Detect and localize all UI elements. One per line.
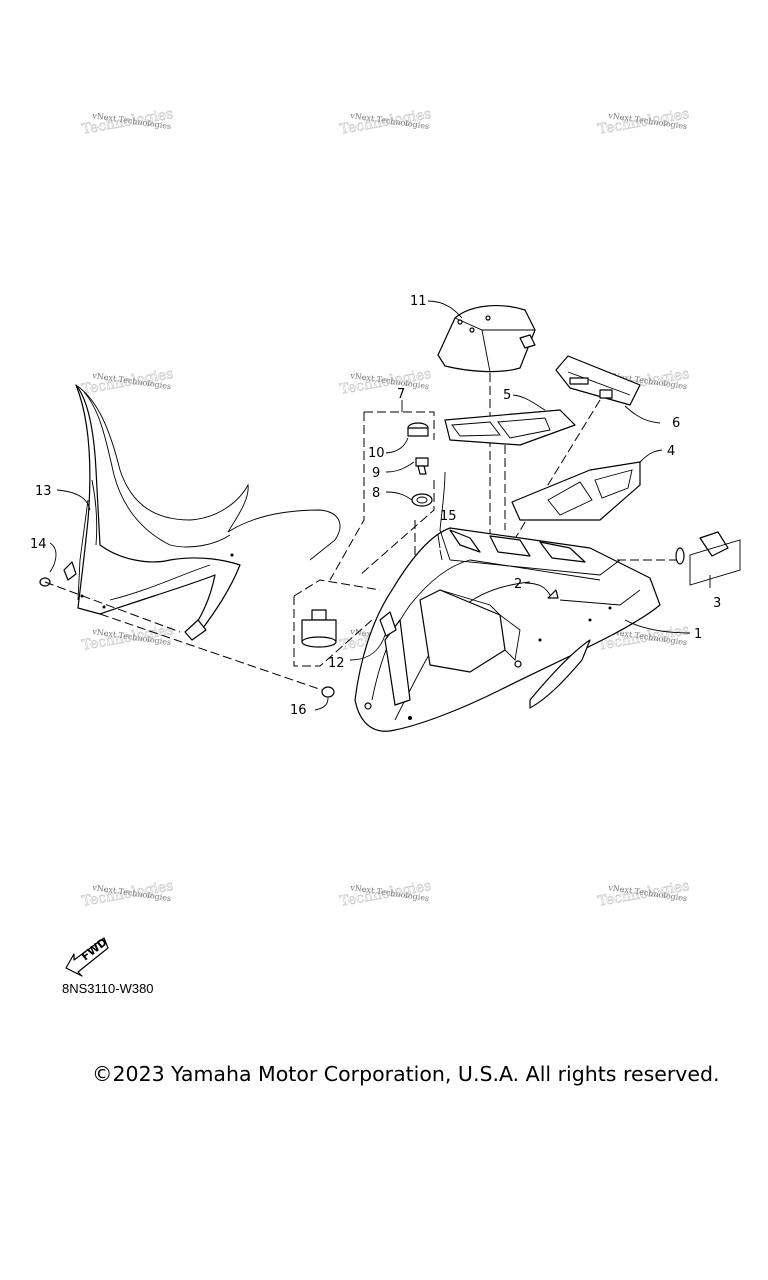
watermark: Technologies vNext Technologies [80, 366, 175, 398]
bolt-part-2 [547, 589, 559, 599]
watermark: Technologies vNext Technologies [338, 878, 433, 910]
callout-3: 3 [713, 596, 721, 611]
watermark: Technologies vNext Technologies [338, 366, 433, 398]
fitting-part-12 [301, 609, 397, 648]
windshield-part [63, 384, 341, 641]
callout-10: 10 [368, 446, 385, 461]
plug-part-3 [675, 531, 741, 586]
watermark: Technologies vNext Technologies [80, 622, 175, 654]
nut-part-16 [321, 686, 335, 698]
deck-cover-part [354, 527, 661, 732]
callout-6: 6 [672, 416, 680, 431]
callout-4: 4 [667, 444, 675, 459]
callout-12: 12 [328, 656, 345, 671]
callout-7: 7 [397, 387, 405, 402]
callout-2: 2 [514, 577, 522, 592]
callout-15: 15 [440, 509, 457, 524]
fwd-arrow-icon: FWD [65, 935, 110, 977]
pin-part-15 [437, 534, 443, 561]
watermark: Technologies vNext Technologies [338, 106, 433, 138]
callouts: 1 2 3 4 5 6 7 8 9 10 11 12 13 14 15 16 [30, 294, 721, 718]
watermark: Technologies vNext Technologies [80, 878, 175, 910]
leader-lines [49, 300, 711, 711]
lock-assembly [407, 422, 433, 507]
callout-9: 9 [372, 466, 380, 481]
callout-5: 5 [503, 388, 511, 403]
copyright-notice: ©2023 Yamaha Motor Corporation, U.S.A. A… [92, 1062, 720, 1086]
callout-16: 16 [290, 703, 307, 718]
cover-part-11 [437, 305, 536, 373]
diagram-code: 8NS3110-W380 [62, 981, 154, 996]
mat-part-4 [511, 461, 641, 521]
watermark: Technologies vNext Technologies [596, 106, 691, 138]
watermark: Technologies vNext Technologies [80, 106, 175, 138]
callout-1: 1 [694, 627, 702, 642]
callout-11: 11 [410, 294, 427, 309]
watermark: Technologies vNext Technologies [596, 878, 691, 910]
callout-13: 13 [35, 484, 52, 499]
callout-14: 14 [30, 537, 47, 552]
callout-8: 8 [372, 486, 380, 501]
mat-part-5 [444, 409, 576, 446]
meter-part-6 [555, 355, 641, 406]
